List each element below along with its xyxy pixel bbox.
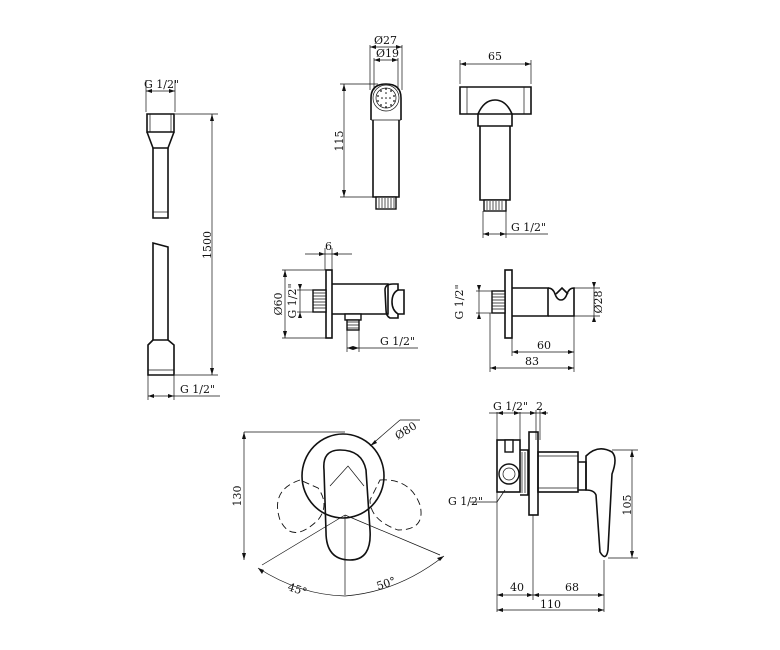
spray-front-view: Ø27 Ø19 115 (333, 34, 403, 210)
holder2-len-total-label: 83 (525, 355, 539, 368)
mixer-side-depth-in-label: 40 (510, 581, 524, 594)
spray-side-width-label: 65 (488, 50, 502, 63)
spray-side-handle (479, 126, 511, 201)
hose-length-label: 1500 (201, 231, 214, 259)
mixer-angle-left-label: 45° (286, 580, 309, 598)
mixer-side-height-label: 105 (621, 495, 634, 516)
holder-dia-label: Ø60 (272, 292, 285, 315)
mixer-side-wall-plate (528, 431, 539, 516)
mixer-handle (323, 449, 371, 561)
holder2-thread (491, 290, 506, 314)
hose-view: G 1/2" 1500 G 1/2" (144, 78, 220, 400)
spray-side-view: 65 G 1/2" (459, 50, 548, 238)
spray-side-thread (483, 199, 507, 212)
mixer-side-cartridge (537, 451, 579, 493)
holder-wall-plate (325, 269, 333, 339)
hose-thread-bottom-label: G 1/2" (180, 383, 215, 396)
mixer-side-gap-label: 2 (536, 400, 543, 413)
mixer-angle-right-label: 50° (375, 574, 398, 592)
mixer-height-label: 130 (231, 486, 244, 507)
mixer-side-thread-top-label: G 1/2" (493, 400, 528, 413)
mixer-handle-left-position (277, 479, 325, 533)
hose-lower-segment (152, 241, 169, 341)
spray-outer-dia-label: Ø27 (374, 34, 397, 47)
mixer-rosette (301, 433, 385, 519)
mixer-handle-right-position (369, 479, 422, 531)
holder-thread-left (312, 289, 327, 313)
spray-side-thread-label: G 1/2" (511, 221, 546, 234)
hose-top-nut (146, 113, 175, 133)
spray-inner-dia-label: Ø19 (376, 47, 399, 60)
holder-thread-bottom-label: G 1/2" (380, 335, 415, 348)
spray-handle (372, 120, 400, 198)
spray-nozzle-dots (377, 88, 395, 108)
holder-view-2: G 1/2" Ø28 60 83 (453, 269, 605, 372)
spray-height-label: 115 (333, 131, 346, 152)
mixer-side-lever (585, 448, 616, 558)
holder2-len-inner-label: 60 (537, 339, 551, 352)
holder2-thread-label: G 1/2" (453, 284, 466, 319)
mixer-side-outlet (498, 463, 520, 485)
spray-head (370, 83, 402, 120)
mixer-side-view: G 1/2" 2 G 1/2" 105 (448, 400, 638, 612)
mixer-side-thread-left-label: G 1/2" (448, 495, 483, 508)
holder2-cradle (547, 287, 575, 317)
holder-body (332, 283, 389, 315)
holder2-body (512, 287, 549, 317)
holder-plate-thk-label: 6 (325, 240, 332, 253)
holder-view-1: 6 Ø60 G 1/2" G 1/2" (272, 240, 418, 352)
holder2-dia-label: Ø28 (592, 290, 605, 313)
holder-outlet (344, 313, 362, 321)
mixer-side-depth-out-label: 68 (565, 581, 579, 594)
holder2-wall-plate (504, 269, 513, 339)
mixer-side-total-label: 110 (540, 598, 561, 611)
hose-upper-segment (152, 148, 169, 219)
mixer-front-view: 130 Ø80 45° 50° (231, 419, 445, 599)
holder-thread-left-label: G 1/2" (286, 283, 299, 318)
hose-thread-top-label: G 1/2" (144, 78, 179, 91)
holder-cradle (384, 283, 399, 319)
spray-side-head (459, 86, 532, 115)
